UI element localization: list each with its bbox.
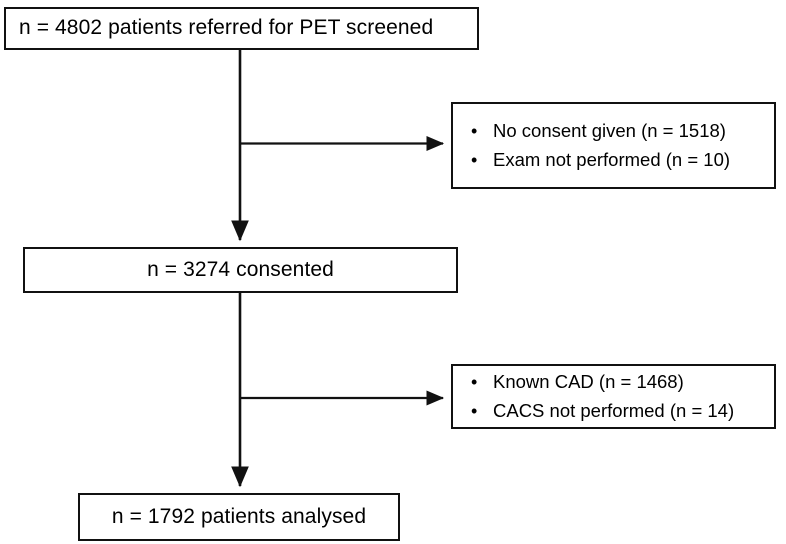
node-screened: n = 4802 patients referred for PET scree… <box>4 7 479 50</box>
exclusion-label: No consent given (n = 1518) <box>493 119 726 141</box>
list-item: • CACS not performed (n = 14) <box>471 397 774 426</box>
bullet-icon: • <box>471 371 478 392</box>
node-analysed-label: n = 1792 patients analysed <box>111 504 367 528</box>
exclusion-label: Exam not performed (n = 10) <box>493 148 731 170</box>
bullet-icon: • <box>471 400 478 421</box>
bullet-icon: • <box>471 120 478 141</box>
node-exclusions-1: • No consent given (n = 1518) • Exam not… <box>451 102 776 189</box>
exclusion-label: CACS not performed (n = 14) <box>493 399 735 421</box>
bullet-icon: • <box>471 149 478 170</box>
node-analysed: n = 1792 patients analysed <box>78 493 400 541</box>
list-item: • Known CAD (n = 1468) <box>471 368 774 397</box>
exclusions-1-list: • No consent given (n = 1518) • Exam not… <box>453 117 774 174</box>
list-item: • No consent given (n = 1518) <box>471 117 774 146</box>
node-consented: n = 3274 consented <box>23 247 458 293</box>
exclusion-label: Known CAD (n = 1468) <box>493 370 684 392</box>
exclusions-2-list: • Known CAD (n = 1468) • CACS not perfor… <box>453 368 774 425</box>
node-exclusions-2: • Known CAD (n = 1468) • CACS not perfor… <box>451 364 776 429</box>
list-item: • Exam not performed (n = 10) <box>471 146 774 175</box>
node-screened-label: n = 4802 patients referred for PET scree… <box>19 16 434 40</box>
node-consented-label: n = 3274 consented <box>147 257 334 281</box>
